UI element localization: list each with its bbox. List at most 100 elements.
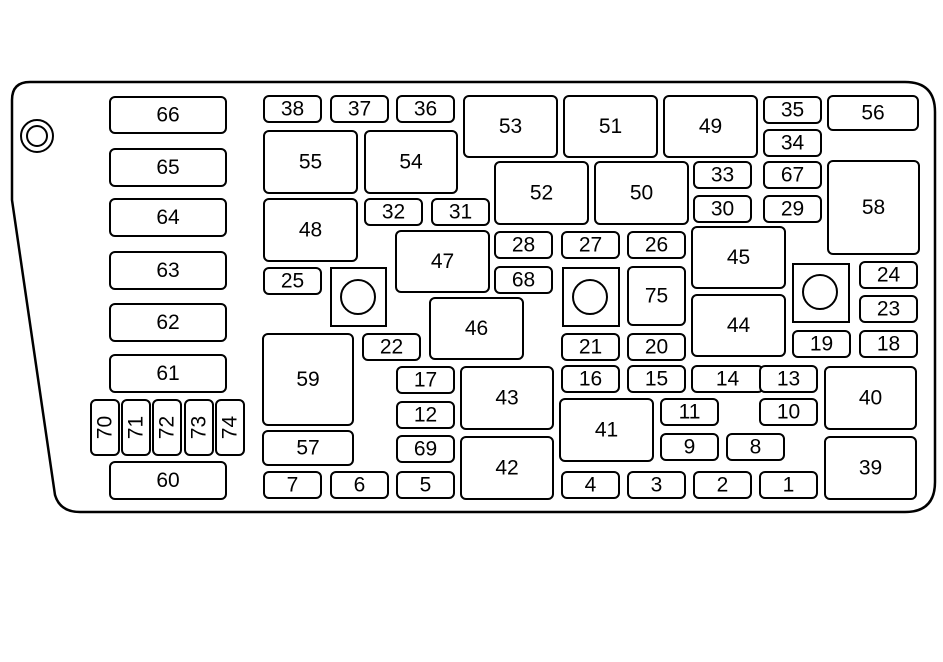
fuse-24: 24 — [859, 261, 918, 289]
fuse-slot — [824, 366, 917, 430]
fuse-23: 23 — [859, 295, 918, 323]
fuse-slot — [859, 295, 918, 323]
fuse-39: 39 — [824, 436, 917, 500]
fuse-slot — [559, 398, 654, 462]
fuse-37: 37 — [330, 95, 389, 123]
fuse-slot — [561, 333, 620, 361]
fuse-slot — [460, 366, 554, 430]
fuse-58: 58 — [827, 160, 920, 255]
fuse-slot — [396, 471, 455, 499]
fuse-label: 41 — [595, 419, 618, 442]
fuse-44: 44 — [691, 294, 786, 357]
fuse-label: 38 — [281, 98, 304, 121]
fuse-34: 34 — [763, 129, 822, 157]
fuse-label: 22 — [380, 336, 403, 359]
fuse-slot — [627, 333, 686, 361]
fuse-label: 39 — [859, 457, 882, 480]
fuse-70: 70 — [90, 399, 120, 456]
fuse-55: 55 — [263, 130, 358, 194]
fuse-label: 19 — [810, 333, 833, 356]
fuse-label: 30 — [711, 198, 734, 221]
fuse-57: 57 — [262, 430, 354, 466]
fuse-5: 5 — [396, 471, 455, 499]
fuse-21: 21 — [561, 333, 620, 361]
fuse-slot — [152, 399, 182, 456]
relay-socket-left — [330, 267, 387, 327]
fuse-52: 52 — [494, 161, 589, 225]
fuse-48: 48 — [263, 198, 358, 262]
fuse-label: 29 — [781, 198, 804, 221]
fuse-slot — [494, 231, 553, 259]
fuse-7: 7 — [263, 471, 322, 499]
fuse-slot — [184, 399, 214, 456]
fuse-label: 66 — [156, 104, 179, 127]
fuse-label: 49 — [699, 115, 722, 138]
fuse-slot — [463, 95, 558, 158]
fuse-54: 54 — [364, 130, 458, 194]
fuse-label: 61 — [156, 362, 179, 385]
fuse-32: 32 — [364, 198, 423, 226]
fuse-label: 58 — [862, 196, 885, 219]
fuse-label: 60 — [156, 469, 179, 492]
fuse-label: 21 — [579, 336, 602, 359]
fuse-label: 70 — [94, 416, 117, 439]
fuse-label: 10 — [777, 401, 800, 424]
fuse-label: 3 — [651, 474, 663, 497]
fuse-29: 29 — [763, 195, 822, 223]
fuse-slot — [396, 95, 455, 123]
fuse-38: 38 — [263, 95, 322, 123]
fuse-label: 5 — [420, 474, 432, 497]
fuse-label: 72 — [156, 416, 179, 439]
fuse-slot — [563, 95, 658, 158]
fuse-label: 54 — [399, 151, 423, 174]
relay-socket-center — [562, 267, 620, 327]
fuse-slot — [395, 230, 490, 293]
fuse-56: 56 — [827, 95, 919, 131]
fuse-10: 10 — [759, 398, 818, 426]
fuse-41: 41 — [559, 398, 654, 462]
fuse-47: 47 — [395, 230, 490, 293]
fuse-11: 11 — [660, 398, 719, 426]
fuse-slot — [90, 399, 120, 456]
fuse-1: 1 — [759, 471, 818, 499]
fuse-slot — [859, 330, 918, 358]
fuse-25: 25 — [263, 267, 322, 295]
fuse-slot — [763, 96, 822, 124]
fuse-22: 22 — [362, 333, 421, 361]
fuse-slot — [330, 95, 389, 123]
fuse-14: 14 — [691, 365, 764, 393]
fuse-label: 17 — [414, 369, 437, 392]
fuse-label: 16 — [579, 368, 602, 391]
fuse-slot — [263, 198, 358, 262]
fuse-slot — [660, 433, 719, 461]
fuse-label: 28 — [512, 234, 535, 257]
fuse-slot — [859, 261, 918, 289]
fuse-13: 13 — [759, 365, 818, 393]
fuse-slot — [362, 333, 421, 361]
fuse-62: 62 — [109, 303, 227, 342]
fuse-slot — [396, 366, 455, 394]
fuse-slot — [693, 195, 752, 223]
fuse-36: 36 — [396, 95, 455, 123]
fuse-label: 52 — [530, 182, 553, 205]
fuse-46: 46 — [429, 297, 524, 360]
fuse-slot — [594, 161, 689, 225]
fuse-slot — [827, 95, 919, 131]
fuse-label: 73 — [188, 416, 211, 439]
fuse-label: 23 — [877, 298, 900, 321]
fuse-slot — [627, 231, 686, 259]
fuse-67: 67 — [763, 161, 822, 189]
fuse-60: 60 — [109, 461, 227, 500]
fuse-27: 27 — [561, 231, 620, 259]
fuse-label: 74 — [219, 416, 242, 440]
fuse-69: 69 — [396, 435, 455, 463]
fuse-label: 62 — [156, 311, 179, 334]
fuse-label: 9 — [684, 436, 696, 459]
fuse-label: 27 — [579, 234, 602, 257]
fuse-slot — [109, 303, 227, 342]
fuse-label: 31 — [449, 201, 472, 224]
fuse-slot — [693, 471, 752, 499]
fuse-slot — [627, 365, 686, 393]
